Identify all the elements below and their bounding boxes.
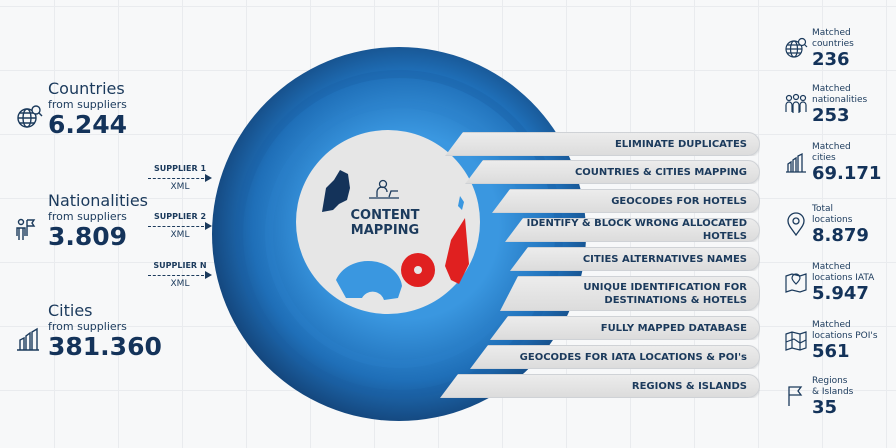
stat-countries: Countries from suppliers 6.244	[14, 80, 127, 139]
content-mapping-title: CONTENT MAPPING	[340, 208, 430, 238]
stat-label: Matched	[812, 320, 851, 330]
stat-label: locations	[812, 215, 853, 225]
feature-pill: GEOCODES FOR HOTELS	[492, 189, 760, 213]
feature-pill: CITIES ALTERNATIVES NAMES	[510, 247, 760, 271]
feature-pill: COUNTRIES & CITIES MAPPING	[465, 160, 760, 184]
stat-label: Regions	[812, 376, 848, 386]
map-pin-icon	[785, 273, 807, 293]
stat-label: Matched	[812, 262, 851, 272]
dashed-arrow-icon	[148, 174, 212, 182]
buildings-icon	[786, 152, 806, 173]
stat-nationalities: Nationalities from suppliers 3.809	[14, 192, 148, 251]
stat-label: countries	[812, 39, 854, 49]
red-gear-icon	[401, 218, 469, 287]
feature-pill: GEOCODES FOR IATA LOCATIONS & POI's	[470, 345, 760, 369]
map-icon	[785, 331, 807, 351]
stat-label: Matched	[812, 142, 851, 152]
stat-label: locations IATA	[812, 273, 875, 283]
puzzle-map-icon	[322, 170, 350, 212]
stat-value: 253	[812, 105, 850, 126]
supplier-name: SUPPLIER 1	[153, 164, 207, 173]
feature-pill: UNIQUE IDENTIFICATION FOR DESTINATIONS &…	[500, 276, 760, 311]
feature-pill: IDENTIFY & BLOCK WRONG ALLOCATED HOTELS	[505, 218, 760, 242]
stat-label: Matched	[812, 28, 851, 38]
stat-label: & Islands	[812, 387, 854, 397]
stat-value: 381.360	[48, 332, 162, 361]
supplier-name: SUPPLIER 2	[153, 212, 207, 221]
stat-label: Total	[812, 204, 834, 214]
stat-subtitle: from suppliers	[48, 98, 127, 111]
supplier-name: SUPPLIER N	[153, 261, 207, 270]
globe-search-icon	[17, 105, 43, 128]
stat-title: Cities	[48, 301, 93, 320]
feature-pill: ELIMINATE DUPLICATES	[445, 132, 760, 156]
stat-subtitle: from suppliers	[48, 210, 127, 223]
buildings-icon	[17, 327, 39, 351]
people-flag-icon	[16, 218, 36, 240]
globe-search-icon	[785, 37, 808, 58]
supplier-1-arrow: SUPPLIER 1 XML	[148, 164, 212, 192]
dashed-arrow-icon	[148, 271, 212, 279]
stat-value: 69.171	[812, 163, 882, 184]
supplier-2-arrow: SUPPLIER 2 XML	[148, 212, 212, 240]
stat-value: 6.244	[48, 110, 128, 139]
stat-value: 561	[812, 341, 850, 362]
stat-cities: Cities from suppliers 381.360	[14, 302, 162, 361]
feature-pill: FULLY MAPPED DATABASE	[490, 316, 760, 340]
stat-subtitle: from suppliers	[48, 320, 127, 333]
stat-value: 8.879	[812, 225, 869, 246]
people-group-icon	[785, 93, 807, 113]
supplier-format: XML	[170, 279, 190, 289]
stat-value: 5.947	[812, 283, 869, 304]
dashed-arrow-icon	[148, 222, 212, 230]
title-line: CONTENT	[350, 208, 420, 223]
stat-label: Matched	[812, 84, 851, 94]
supplier-n-arrow: SUPPLIER N XML	[148, 261, 212, 289]
stat-label: locations POI's	[812, 331, 878, 341]
flag-icon	[788, 386, 803, 406]
supplier-format: XML	[170, 182, 190, 192]
stat-label: cities	[812, 153, 836, 163]
stat-label: nationalities	[812, 95, 868, 105]
stat-title: Nationalities	[48, 191, 149, 210]
person-laptop-icon	[369, 179, 399, 199]
stat-title: Countries	[48, 79, 125, 98]
blue-gear-icon	[336, 261, 402, 300]
stat-value: 35	[812, 397, 838, 418]
location-pin-icon	[787, 212, 805, 236]
title-line: MAPPING	[350, 223, 420, 238]
stat-value: 236	[812, 49, 850, 70]
stat-value: 3.809	[48, 222, 128, 251]
supplier-format: XML	[170, 230, 190, 240]
feature-pill: REGIONS & ISLANDS	[440, 374, 760, 398]
